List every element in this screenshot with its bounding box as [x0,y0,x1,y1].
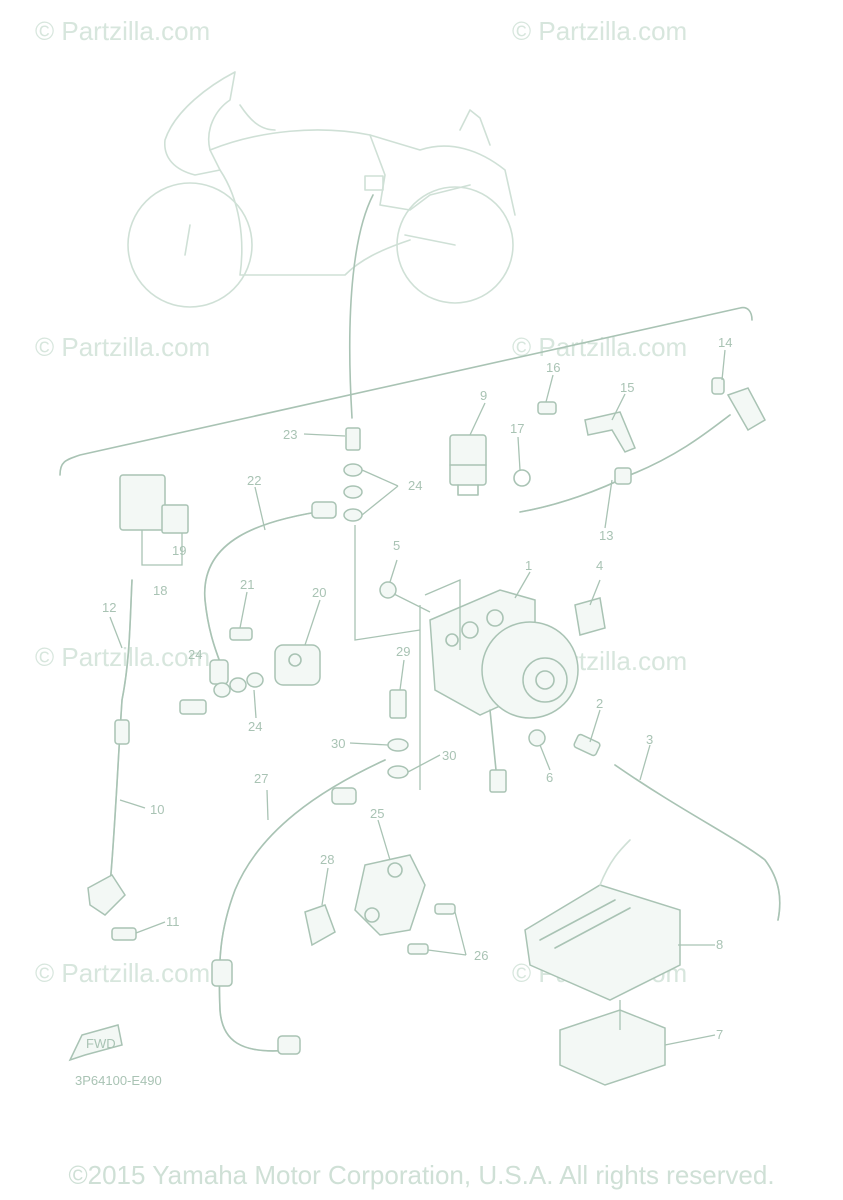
part-20-21-joint [179,627,321,715]
watermark: © Partzilla.com [35,642,210,672]
callout-24: 24 [248,719,262,734]
callout-20: 20 [312,585,326,600]
diagram-code: 3P64100-E490 [75,1073,162,1088]
callout-5: 5 [393,538,400,553]
callout-6: 6 [546,770,553,785]
callout-24: 24 [408,478,422,493]
part-10-12-sensor-lead [87,579,137,941]
callout-1: 1 [525,558,532,573]
callout-10: 10 [150,802,164,817]
callout-18: 18 [153,583,167,598]
callout-14: 14 [718,335,732,350]
callout-labels: 1 2 3 4 5 6 7 8 9 10 11 12 13 14 15 16 1… [102,335,732,1042]
callout-4: 4 [596,558,603,573]
watermark: © Partzilla.com [35,958,210,988]
part-9-relay [449,434,487,496]
part-4-5-6-small-parts [379,581,606,747]
watermark: © Partzilla.com [512,16,687,46]
copyright-notice: ©2015 Yamaha Motor Corporation, U.S.A. A… [68,1160,775,1190]
callout-19: 19 [172,543,186,558]
callout-29: 29 [396,644,410,659]
callout-9: 9 [480,388,487,403]
part-23-24-bolt-washers [343,427,421,641]
callout-30: 30 [331,736,345,751]
watermark: © Partzilla.com [512,332,687,362]
callout-30: 30 [442,748,456,763]
part-29-30-bolt-washers [387,689,409,779]
callout-22: 22 [247,473,261,488]
part-18-19-relays [119,474,189,566]
part-25-26-28-bracket [304,854,456,955]
callout-leaders [109,349,726,1046]
callout-25: 25 [370,806,384,821]
callout-27: 27 [254,771,268,786]
callout-16: 16 [546,360,560,375]
callout-11: 11 [166,914,180,929]
watermark: © Partzilla.com [35,332,210,362]
part-27-brake-hose [211,759,386,1055]
callout-23: 23 [283,427,297,442]
callout-7: 7 [716,1027,723,1042]
part-1-hydraulic-unit [419,579,579,790]
part-22-brake-hose [204,501,337,685]
callout-24: 24 [188,647,202,662]
motorcycle-outline [127,71,516,419]
divider-line [59,306,753,476]
part-7-8-ecu [524,839,681,1086]
callout-17: 17 [510,421,524,436]
callout-3: 3 [646,732,653,747]
callout-26: 26 [474,948,488,963]
callout-15: 15 [620,380,634,395]
fwd-arrow: FWD [68,1024,123,1062]
part-13-17-sensor-assembly [513,377,766,513]
callout-12: 12 [102,600,116,615]
part-2-3-wire [489,709,781,921]
callout-2: 2 [596,696,603,711]
watermark: © Partzilla.com [35,16,210,46]
callout-28: 28 [320,852,334,867]
callout-13: 13 [599,528,613,543]
callout-21: 21 [240,577,254,592]
fwd-label: FWD [86,1036,116,1051]
callout-8: 8 [716,937,723,952]
